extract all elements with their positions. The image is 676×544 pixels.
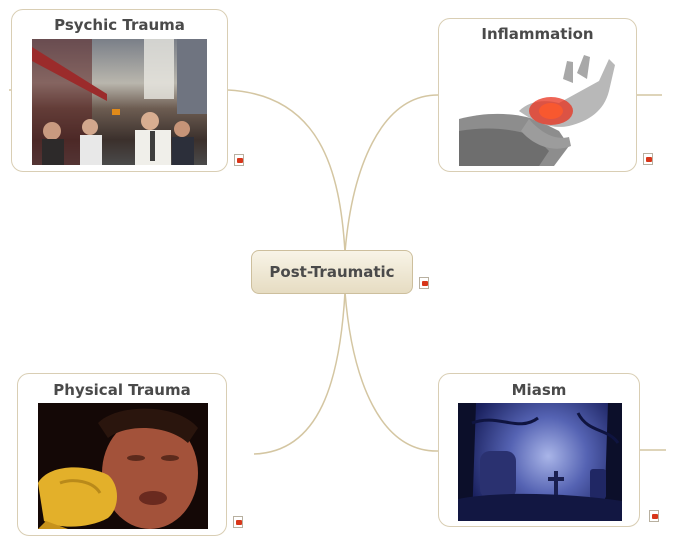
note-icon[interactable]	[233, 516, 243, 528]
boxer-punched-image	[38, 403, 208, 529]
topic-title: Inflammation	[481, 25, 594, 43]
note-icon[interactable]	[419, 277, 429, 289]
note-icon[interactable]	[643, 153, 653, 165]
topic-title: Miasm	[511, 381, 567, 399]
topic-physical-trauma[interactable]: Physical Trauma	[17, 373, 227, 536]
topic-inflammation[interactable]: Inflammation	[438, 18, 637, 172]
central-topic[interactable]: Post-Traumatic	[251, 250, 413, 294]
topic-psychic-trauma[interactable]: Psychic Trauma	[11, 9, 228, 172]
topic-title: Physical Trauma	[53, 381, 191, 399]
crowd-fleeing-image	[32, 39, 207, 165]
note-icon[interactable]	[649, 510, 659, 522]
note-icon[interactable]	[234, 154, 244, 166]
foggy-graveyard-image	[458, 403, 622, 521]
topic-title: Psychic Trauma	[54, 16, 185, 34]
topic-miasm[interactable]: Miasm	[438, 373, 640, 527]
inflamed-wrist-image	[459, 51, 617, 166]
